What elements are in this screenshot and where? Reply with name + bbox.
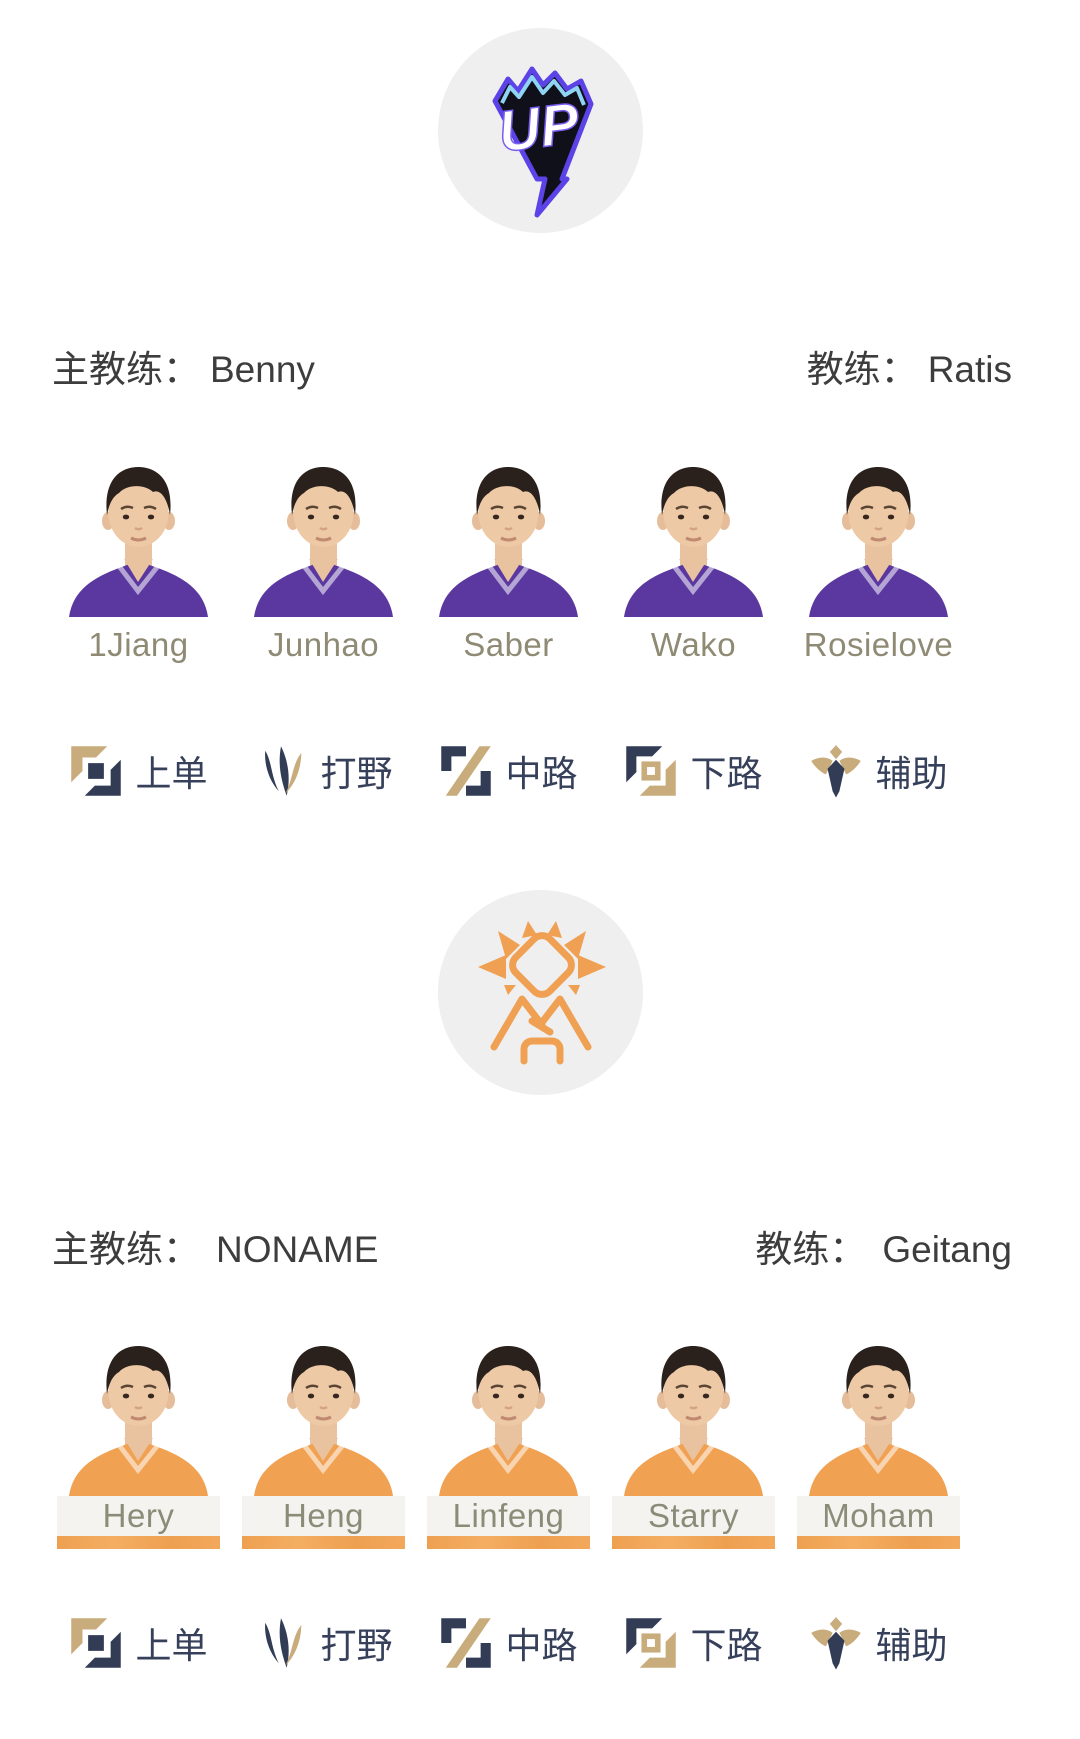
coach-label: 教练： bbox=[755, 1229, 867, 1270]
assistant-coach: 教练：Ratis bbox=[807, 348, 1012, 392]
role-mid: 中路 bbox=[427, 742, 590, 800]
player-card: Starry bbox=[612, 1334, 775, 1549]
role-label: 打野 bbox=[320, 1625, 393, 1666]
team-logo-gt bbox=[437, 890, 643, 1095]
role-jungle: 打野 bbox=[242, 1614, 405, 1672]
role-label: 上单 bbox=[135, 1625, 208, 1666]
player-card: 1Jiang bbox=[57, 455, 220, 665]
role-label: 下路 bbox=[690, 1625, 763, 1666]
roles-row: 上单 打野 中路 下路 辅助 bbox=[0, 742, 1080, 800]
role-label: 中路 bbox=[505, 1625, 578, 1666]
player-card: Rosielove bbox=[797, 455, 960, 665]
coach-label: 教练： bbox=[806, 349, 918, 390]
orange-figure-logo bbox=[440, 893, 640, 1093]
bot-lane-icon bbox=[624, 744, 678, 798]
role-label: 中路 bbox=[505, 753, 578, 794]
role-top: 上单 bbox=[57, 742, 220, 800]
role-mid: 中路 bbox=[427, 1614, 590, 1672]
player-photo bbox=[242, 455, 405, 617]
role-jungle: 打野 bbox=[242, 742, 405, 800]
roster-page: 主教练：Benny 教练：Ratis 1Jiang Junhao Saber W… bbox=[0, 28, 1080, 1739]
role-support: 辅助 bbox=[797, 742, 960, 800]
coach-name: Ratis bbox=[927, 349, 1012, 390]
role-label: 上单 bbox=[135, 753, 208, 794]
player-card: Moham bbox=[797, 1334, 960, 1549]
player-name: Heng bbox=[242, 1496, 405, 1536]
player-card: Wako bbox=[612, 455, 775, 665]
head-coach-label: 主教练： bbox=[52, 349, 200, 390]
up-lightning-shield-logo bbox=[440, 31, 640, 231]
player-card: Linfeng bbox=[427, 1334, 590, 1549]
jungle-icon bbox=[265, 746, 302, 796]
player-card: Heng bbox=[242, 1334, 405, 1549]
player-name: Rosielove bbox=[803, 626, 954, 663]
player-photo bbox=[57, 455, 220, 617]
team-logo-up bbox=[437, 28, 643, 233]
role-bot: 下路 bbox=[612, 742, 775, 800]
player-name: Wako bbox=[650, 626, 737, 663]
role-label: 下路 bbox=[690, 753, 763, 794]
role-label: 辅助 bbox=[875, 1625, 948, 1666]
player-photo bbox=[427, 1334, 590, 1496]
head-coach-label: 主教练： bbox=[52, 1229, 200, 1270]
role-support: 辅助 bbox=[797, 1614, 960, 1672]
player-name: Moham bbox=[797, 1496, 960, 1536]
role-label: 打野 bbox=[320, 753, 393, 794]
roles-row: 上单 打野 中路 下路 辅助 bbox=[0, 1614, 1080, 1672]
mid-lane-icon bbox=[441, 746, 492, 796]
coach-row: 主教练： NONAME 教练： Geitang bbox=[0, 1228, 1080, 1272]
role-top: 上单 bbox=[57, 1614, 220, 1672]
coach-name: Geitang bbox=[882, 1229, 1012, 1270]
head-coach-name: NONAME bbox=[216, 1229, 379, 1270]
top-lane-icon bbox=[71, 1618, 122, 1668]
player-photo bbox=[57, 1334, 220, 1496]
bot-lane-icon bbox=[624, 1616, 678, 1670]
role-bot: 下路 bbox=[612, 1614, 775, 1672]
player-name: Hery bbox=[57, 1496, 220, 1536]
player-name: Linfeng bbox=[427, 1496, 590, 1536]
team-section-up: 主教练：Benny 教练：Ratis 1Jiang Junhao Saber W… bbox=[0, 28, 1080, 800]
player-name: Starry bbox=[612, 1496, 775, 1536]
player-card: Junhao bbox=[242, 455, 405, 665]
support-icon bbox=[811, 745, 862, 798]
assistant-coach: 教练： Geitang bbox=[755, 1228, 1012, 1272]
player-name: Junhao bbox=[267, 626, 380, 663]
head-coach: 主教练：Benny bbox=[52, 348, 315, 392]
player-photo bbox=[612, 1334, 775, 1496]
role-label: 辅助 bbox=[875, 753, 948, 794]
support-icon bbox=[811, 1617, 862, 1670]
mid-lane-icon bbox=[441, 1618, 492, 1668]
head-coach-name: Benny bbox=[210, 349, 315, 390]
head-coach: 主教练： NONAME bbox=[52, 1228, 378, 1272]
top-lane-icon bbox=[71, 746, 122, 796]
player-photo bbox=[242, 1334, 405, 1496]
player-photo bbox=[797, 455, 960, 617]
player-name: 1Jiang bbox=[88, 626, 189, 663]
jungle-icon bbox=[265, 1618, 302, 1668]
player-card: Hery bbox=[57, 1334, 220, 1549]
player-card: Saber bbox=[427, 455, 590, 665]
player-photo bbox=[797, 1334, 960, 1496]
team-section-gt: 主教练： NONAME 教练： Geitang Hery Heng Linfeng … bbox=[0, 890, 1080, 1672]
player-name: Saber bbox=[463, 626, 554, 663]
coach-row: 主教练：Benny 教练：Ratis bbox=[0, 348, 1080, 392]
players-row: 1Jiang Junhao Saber Wako Rosielove bbox=[0, 455, 1080, 665]
player-photo bbox=[612, 455, 775, 617]
players-row: Hery Heng Linfeng Starry Moham bbox=[0, 1334, 1080, 1549]
player-photo bbox=[427, 455, 590, 617]
